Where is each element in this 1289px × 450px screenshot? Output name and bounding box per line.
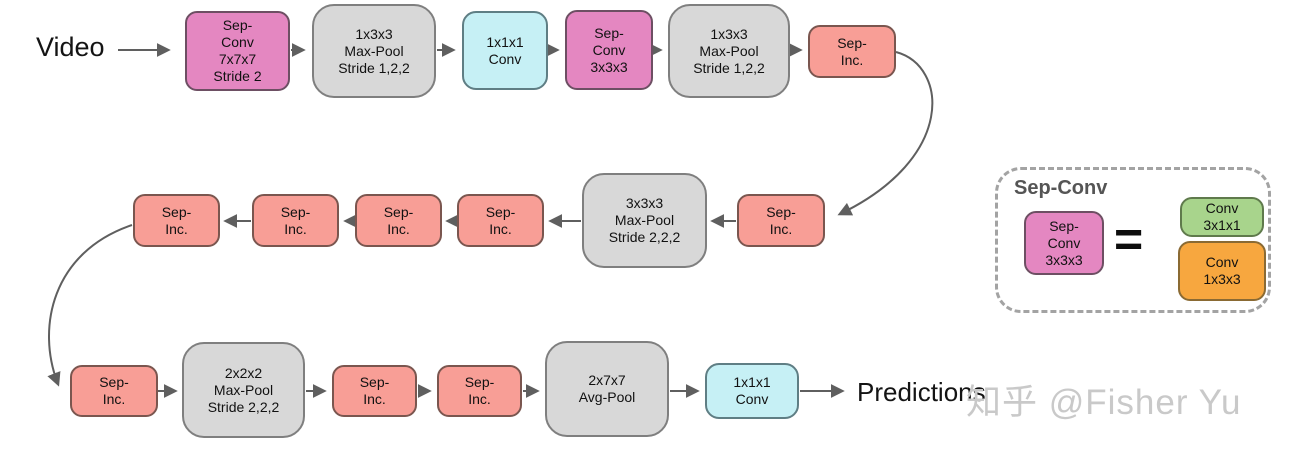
node-sepinc-3: Sep- Inc. — [457, 194, 544, 247]
node-sepconv-7x7x7: Sep- Conv 7x7x7 Stride 2 — [185, 11, 290, 91]
curve-row2-to-row3 — [47, 224, 133, 387]
legend-sepconv: Sep-Conv Sep- Conv 3x3x3 = Conv 3x1x1 Co… — [995, 167, 1271, 313]
node-sepinc-6: Sep- Inc. — [133, 194, 220, 247]
node-sepinc-2: Sep- Inc. — [737, 194, 825, 247]
watermark: 知乎 @Fisher Yu — [966, 383, 1242, 422]
node-sepconv-3x3x3: Sep- Conv 3x3x3 — [565, 10, 653, 90]
legend-title: Sep-Conv — [1014, 177, 1108, 199]
output-label: Predictions — [857, 377, 986, 407]
node-sepinc-9: Sep- Inc. — [437, 365, 522, 417]
node-maxpool-1x3x3-a: 1x3x3 Max-Pool Stride 1,2,2 — [312, 4, 436, 98]
node-maxpool-1x3x3-b: 1x3x3 Max-Pool Stride 1,2,2 — [668, 4, 790, 98]
equals-sign: = — [1114, 211, 1144, 267]
node-sepinc-8: Sep- Inc. — [332, 365, 417, 417]
legend-node-conv-3x1x1: Conv 3x1x1 — [1180, 197, 1264, 237]
input-label: Video — [36, 32, 105, 62]
node-sepinc-7: Sep- Inc. — [70, 365, 158, 417]
node-sepinc-4: Sep- Inc. — [355, 194, 442, 247]
node-conv-1x1x1-a: 1x1x1 Conv — [462, 11, 548, 90]
legend-node-sepconv-3x3x3: Sep- Conv 3x3x3 — [1024, 211, 1104, 275]
node-sepinc-1: Sep- Inc. — [808, 25, 896, 78]
node-avgpool-2x7x7: 2x7x7 Avg-Pool — [545, 341, 669, 437]
legend-node-conv-1x3x3: Conv 1x3x3 — [1178, 241, 1266, 301]
node-sepinc-5: Sep- Inc. — [252, 194, 339, 247]
node-maxpool-2x2x2: 2x2x2 Max-Pool Stride 2,2,2 — [182, 342, 305, 438]
node-maxpool-3x3x3: 3x3x3 Max-Pool Stride 2,2,2 — [582, 173, 707, 268]
node-conv-1x1x1-b: 1x1x1 Conv — [705, 363, 799, 419]
